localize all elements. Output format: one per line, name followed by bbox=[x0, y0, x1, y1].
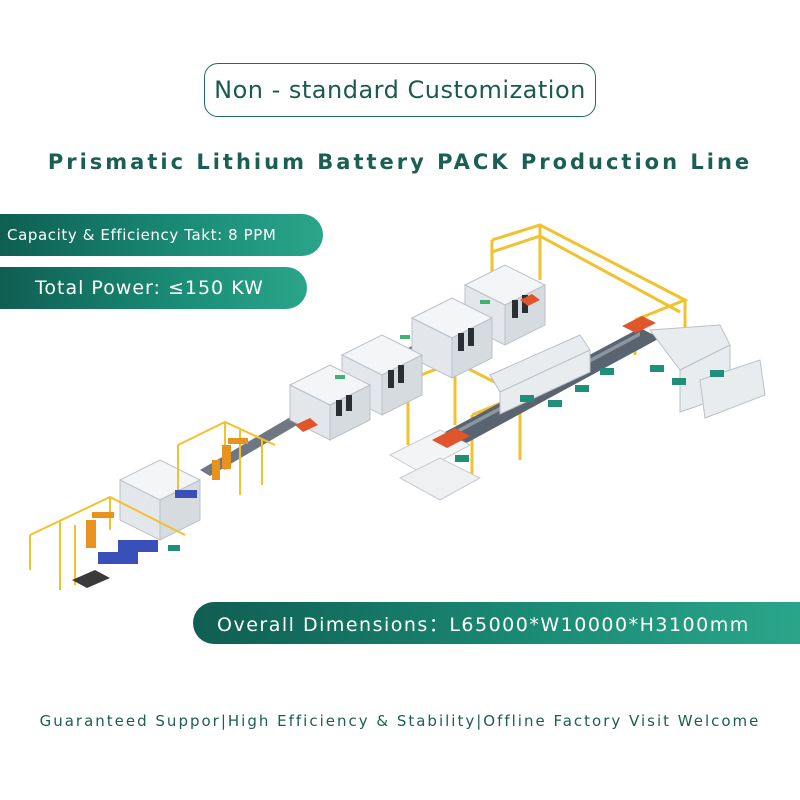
footer-tagline: Guaranteed Suppor|High Efficiency & Stab… bbox=[39, 712, 761, 730]
green-accent-strips bbox=[335, 300, 490, 379]
customization-badge: Non - standard Customization bbox=[204, 63, 596, 117]
page-title: Prismatic Lithium Battery PACK Productio… bbox=[47, 150, 753, 174]
workstation-benches bbox=[489, 324, 766, 419]
floor-pads bbox=[72, 570, 110, 588]
small-green-tables bbox=[168, 545, 180, 551]
power-spec-banner: Total Power: ≤150 KW bbox=[0, 267, 307, 309]
machine-cells bbox=[118, 264, 547, 541]
capacity-spec-banner: Capacity & Efficiency Takt: 8 PPM bbox=[0, 214, 323, 256]
left-robot-fence bbox=[29, 420, 276, 590]
red-loading-pads bbox=[295, 294, 540, 432]
battery-pallets bbox=[98, 490, 197, 564]
industrial-robots bbox=[86, 438, 248, 548]
machine-windows bbox=[336, 295, 528, 416]
green-workbenches bbox=[455, 365, 724, 462]
dimensions-spec-banner: Overall Dimensions：L65000*W10000*H3100mm bbox=[193, 602, 800, 644]
